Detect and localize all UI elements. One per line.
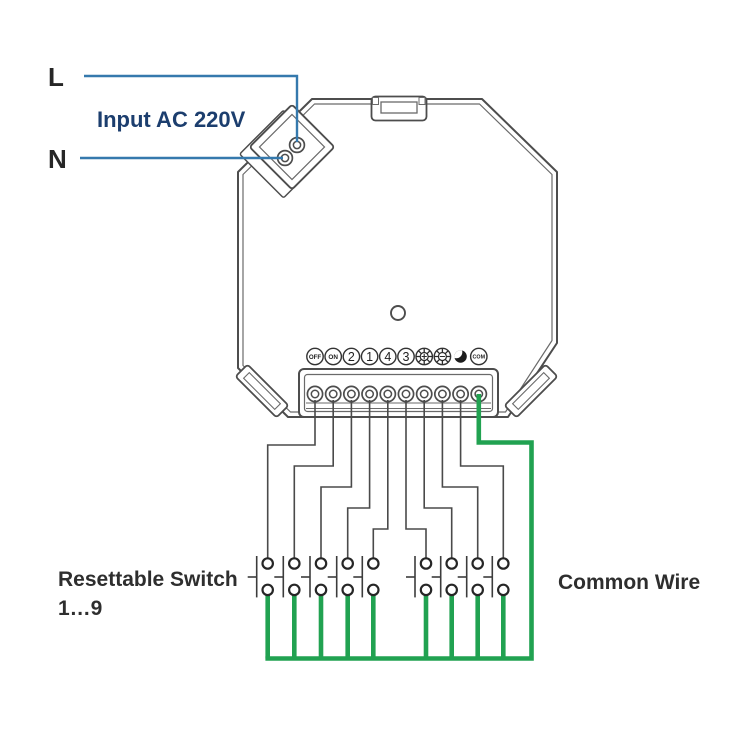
switch-symbol-7 — [430, 554, 459, 599]
night-mode-icon — [454, 350, 467, 363]
resettable-switch-range: 1…9 — [58, 597, 102, 620]
terminal-screw — [361, 385, 379, 403]
switch-symbol-2 — [273, 554, 301, 599]
terminal-label-4: 4 — [384, 350, 391, 364]
terminal-screw — [397, 385, 415, 403]
switch-row — [246, 554, 510, 599]
brightness-up-icon — [416, 348, 433, 365]
terminal-screw — [415, 385, 433, 403]
common-wire — [265, 394, 534, 661]
live-label: L — [48, 62, 64, 92]
indicator-hole — [390, 305, 406, 321]
terminal-screw — [324, 385, 342, 403]
switch-symbol-9 — [482, 554, 510, 599]
input-terminal-block — [239, 104, 335, 198]
terminal-label-3: 3 — [403, 350, 410, 364]
common-wire-bus — [265, 394, 534, 661]
switch-symbol-1 — [246, 554, 275, 599]
input-terminal-screw-l — [288, 136, 306, 154]
switch-symbol-6 — [404, 554, 433, 599]
terminal-screw — [379, 385, 397, 403]
mounting-tab-top — [370, 95, 428, 122]
terminal-screw — [342, 385, 360, 403]
mounting-clip-right — [504, 364, 558, 418]
switch-symbol-8 — [456, 554, 485, 599]
resettable-switch-label: Resettable Switch — [58, 568, 238, 591]
terminal-label-com: COM — [473, 355, 486, 361]
switch-wires — [266, 400, 505, 558]
device-body — [235, 95, 558, 418]
live-wire — [84, 74, 299, 142]
brightness-down-icon — [434, 348, 451, 365]
switch-symbol-4 — [326, 554, 355, 599]
neutral-label: N — [48, 144, 67, 174]
switch-symbol-3 — [299, 554, 328, 599]
terminal-screw — [306, 385, 324, 403]
terminal-label-row: OFF ON 2 1 4 3 COM — [306, 347, 488, 366]
terminal-strip — [298, 368, 499, 418]
common-wire-label: Common Wire — [558, 571, 700, 594]
terminal-label-1: 1 — [366, 350, 373, 364]
input-voltage-label: Input AC 220V — [97, 107, 246, 132]
terminal-screw — [433, 385, 451, 403]
terminal-screw — [452, 385, 470, 403]
mains-wires — [80, 74, 299, 160]
terminal-label-2: 2 — [348, 350, 355, 364]
terminal-label-on: ON — [328, 354, 338, 361]
terminal-label-off: OFF — [309, 354, 322, 361]
switch-symbol-5 — [352, 554, 380, 599]
mounting-clip-left — [235, 364, 289, 418]
